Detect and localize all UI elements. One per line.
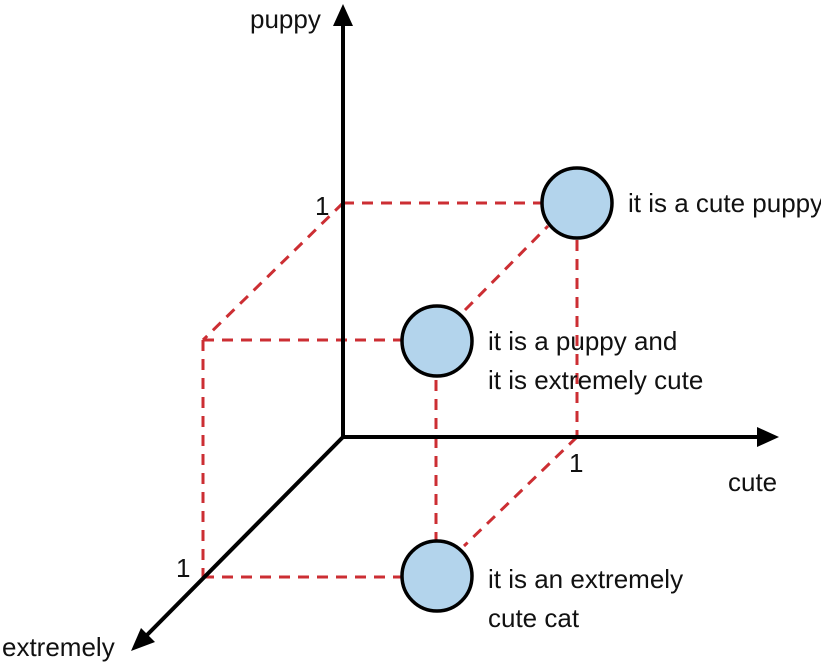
point-extremely-cute-cat-label-line2: cute cat (488, 603, 580, 633)
point-puppy-extremely-cute-label-line2: it is extremely cute (488, 365, 703, 395)
diagonal-axis (144, 435, 345, 638)
dash-top-diagonal (201, 201, 345, 342)
vertical-tick-label: 1 (315, 191, 329, 221)
vertical-axis-arrow-icon (333, 4, 353, 26)
diagonal-tick-label: 1 (176, 553, 190, 583)
horizontal-axis-label: cute (728, 467, 777, 497)
dash-right-diagonal-upper (463, 224, 550, 312)
point-cute-puppy-label: it is a cute puppy (628, 188, 821, 218)
point-extremely-cute-cat-marker (400, 539, 474, 613)
diagonal-axis-label: extremely (2, 632, 115, 662)
point-puppy-extremely-cute-marker (400, 304, 474, 378)
diagonal-axis-arrow-icon (131, 628, 155, 651)
dash-right-diagonal-lower (462, 435, 579, 548)
point-extremely-cute-cat: it is an extremely cute cat (400, 539, 683, 633)
dashed-guides (201, 201, 579, 579)
vertical-axis-label: puppy (250, 4, 321, 34)
axes (131, 4, 779, 651)
point-puppy-extremely-cute: it is a puppy and it is extremely cute (400, 304, 703, 395)
horizontal-axis-arrow-icon (757, 427, 779, 447)
horizontal-tick-label: 1 (569, 448, 583, 478)
point-extremely-cute-cat-label-line1: it is an extremely (488, 564, 683, 594)
point-cute-puppy: it is a cute puppy (540, 166, 821, 240)
point-cute-puppy-marker (540, 166, 614, 240)
point-puppy-extremely-cute-label-line1: it is a puppy and (488, 326, 677, 356)
